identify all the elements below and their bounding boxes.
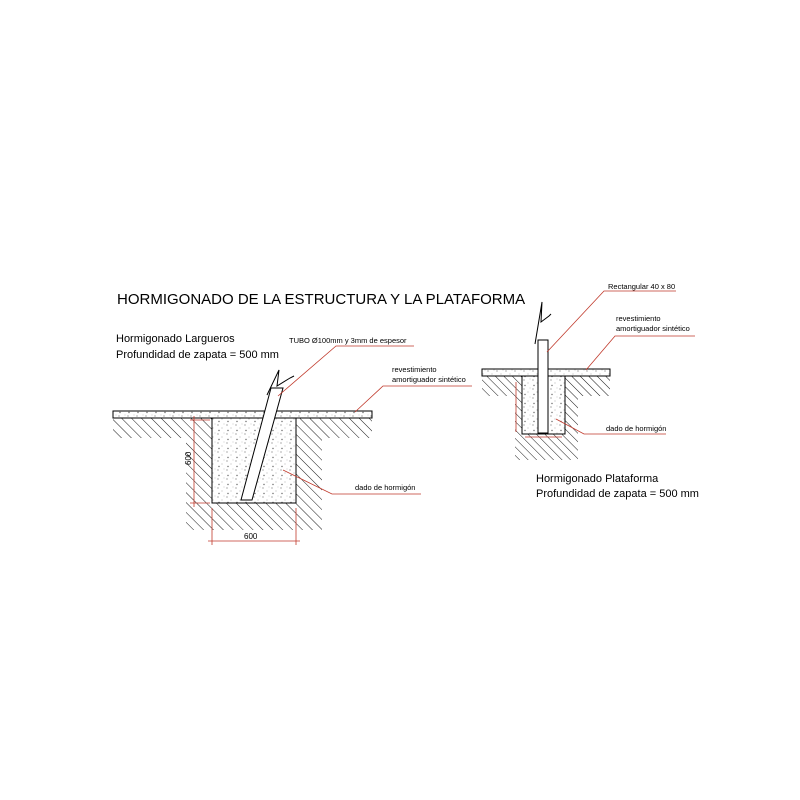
left-depth-text: Profundidad de zapata = 500 mm <box>116 349 279 361</box>
right-concrete-leader <box>555 418 666 435</box>
right-concrete-label: dado de hormigón <box>606 424 666 433</box>
left-dim-width-text: 600 <box>244 532 258 541</box>
left-surface-coating <box>112 410 373 419</box>
right-post-break <box>534 301 552 345</box>
left-ground-hatch <box>113 418 372 530</box>
diagram-title: HORMIGONADO DE LA ESTRUCTURA Y LA PLATAF… <box>117 291 525 308</box>
right-rect-label: Rectangular 40 x 80 <box>608 282 675 291</box>
right-coating-leader <box>585 335 695 371</box>
left-dim-height-text: 600 <box>184 451 193 465</box>
right-coating-label-1: revestimiento <box>616 314 661 323</box>
left-dimension-height: 600 <box>184 416 210 507</box>
left-coating-leader <box>354 385 472 413</box>
left-tube-label: TUBO Ø100mm y 3mm de espesor <box>289 336 407 345</box>
left-tube <box>240 387 284 501</box>
right-depth-text: Profundidad de zapata = 500 mm <box>536 488 699 500</box>
right-post <box>537 339 549 434</box>
right-heading: Hormigonado Plataforma <box>536 473 659 485</box>
right-coating-label-2: amortiguador sintético <box>616 324 690 333</box>
left-concrete-leader <box>282 469 421 495</box>
left-dimension-width: 600 <box>208 508 300 545</box>
right-rect-leader <box>546 290 676 353</box>
left-coating-label-1: revestimiento <box>392 365 437 374</box>
left-tube-leader <box>277 345 414 397</box>
left-tube-break <box>266 369 295 396</box>
left-detail: Hormigonado Largueros Profundidad de zap… <box>112 333 472 545</box>
left-concrete-label: dado de hormigón <box>355 483 415 492</box>
right-ground-hatch <box>482 376 610 460</box>
right-detail: Rectangular 40 x 80 revestimiento amorti… <box>481 282 699 500</box>
left-heading: Hormigonado Largueros <box>116 333 235 345</box>
left-coating-label-2: amortiguador sintético <box>392 375 466 384</box>
